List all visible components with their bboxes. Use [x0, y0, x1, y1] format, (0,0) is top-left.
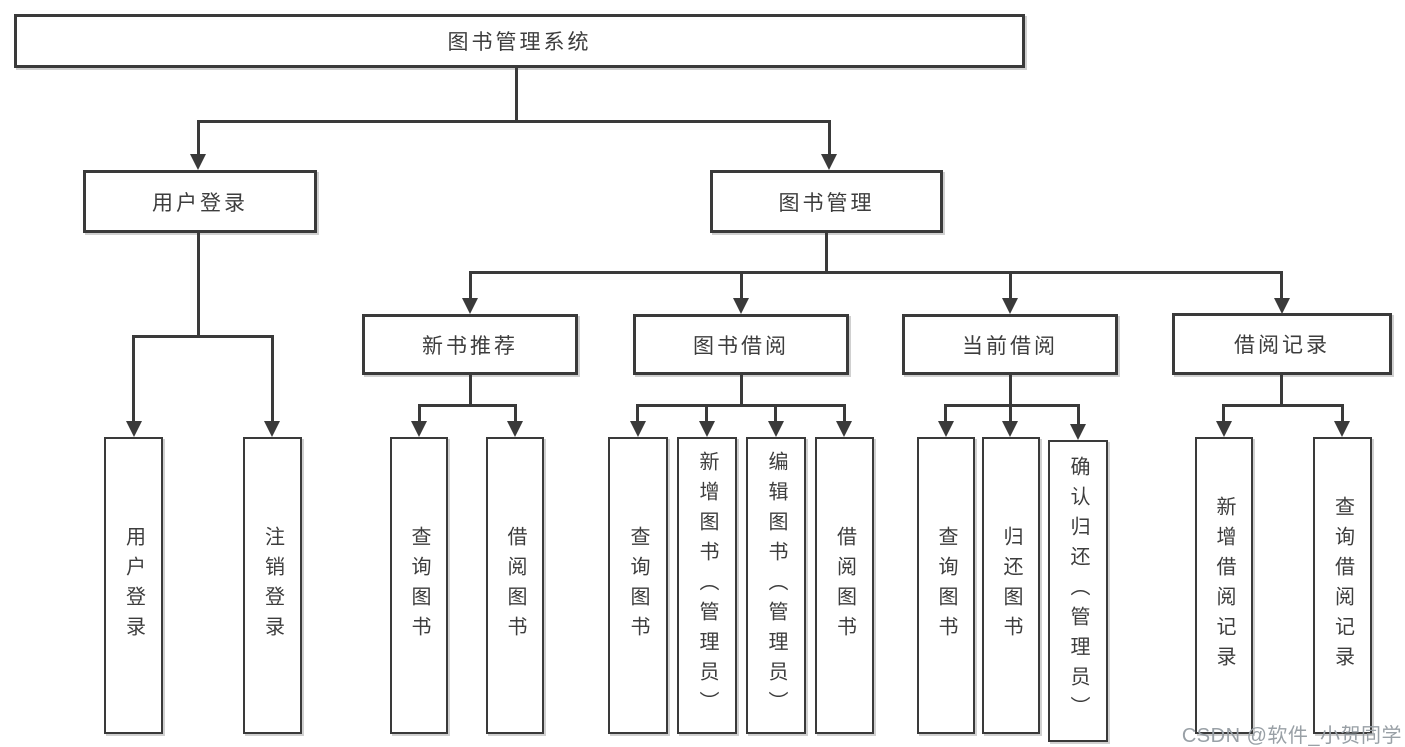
connector-branch	[944, 404, 1080, 407]
connector-stem	[469, 271, 472, 300]
leaf-label: 借阅图书	[504, 525, 526, 646]
arrowhead-down	[1274, 298, 1290, 314]
leaf-label: 确认归还（管理员）	[1067, 456, 1089, 726]
leaf-query-books-current: 查询图书	[917, 437, 975, 734]
node-book-borrowing: 图书借阅	[633, 314, 849, 375]
arrowhead-down	[1002, 298, 1018, 314]
node-user-login: 用户登录	[83, 170, 317, 233]
connector-stem	[740, 271, 743, 300]
leaf-label: 新增借阅记录	[1213, 495, 1235, 676]
connector-branch	[418, 404, 517, 407]
arrowhead-down	[836, 421, 852, 437]
connector-stem	[1009, 375, 1012, 407]
connector-stem	[705, 404, 708, 423]
arrowhead-down	[411, 421, 427, 437]
leaf-confirm-return-admin: 确认归还（管理员）	[1048, 440, 1108, 742]
leaf-borrow-books-borrowing: 借阅图书	[815, 437, 874, 734]
arrowhead-down	[264, 421, 280, 437]
arrowhead-down	[699, 421, 715, 437]
leaf-label: 借阅图书	[833, 525, 856, 646]
leaf-query-borrow-record: 查询借阅记录	[1313, 437, 1372, 734]
connector-stem	[843, 404, 846, 423]
leaf-add-borrow-record: 新增借阅记录	[1195, 437, 1253, 734]
leaf-return-book: 归还图书	[982, 437, 1040, 734]
node-current-borrowing: 当前借阅	[902, 314, 1118, 375]
arrowhead-down	[768, 421, 784, 437]
arrowhead-down	[1070, 424, 1086, 440]
arrowhead-down	[938, 421, 954, 437]
arrowhead-down	[821, 154, 837, 170]
connector-stem	[1009, 404, 1012, 423]
connector-stem	[828, 120, 831, 156]
leaf-label: 用户登录	[122, 525, 145, 646]
connector-branch	[636, 404, 846, 407]
arrowhead-down	[1216, 421, 1232, 437]
arrowhead-down	[462, 298, 478, 314]
leaf-add-book-admin: 新增图书（管理员）	[677, 437, 737, 734]
connector-stem	[1280, 271, 1283, 300]
leaf-label: 新增图书（管理员）	[696, 450, 718, 721]
connector-stem	[1009, 271, 1012, 300]
connector-stem	[774, 404, 777, 423]
leaf-label: 查询借阅记录	[1331, 495, 1354, 676]
arrowhead-down	[507, 421, 523, 437]
leaf-query-books-newbooks: 查询图书	[390, 437, 448, 734]
connector-stem	[1341, 404, 1344, 423]
leaf-user-login: 用户登录	[104, 437, 163, 734]
arrowhead-down	[733, 298, 749, 314]
connector-stem	[636, 404, 639, 423]
leaf-borrow-books-newbooks: 借阅图书	[486, 437, 544, 734]
connector-root-branch	[197, 120, 831, 123]
connector-stem	[271, 335, 274, 423]
leaf-query-books-borrowing: 查询图书	[608, 437, 668, 734]
connector-stem	[1077, 404, 1080, 426]
arrowhead-down	[1002, 421, 1018, 437]
connector-stem	[197, 233, 200, 338]
node-borrowing-records: 借阅记录	[1172, 313, 1392, 375]
connector-branch	[469, 271, 1283, 274]
leaf-logout: 注销登录	[243, 437, 302, 734]
connector-stem	[740, 375, 743, 407]
leaf-label: 注销登录	[261, 525, 284, 646]
node-new-book-recommend: 新书推荐	[362, 314, 578, 375]
connector-stem	[1280, 375, 1283, 407]
connector-stem	[944, 404, 947, 423]
connector-stem	[197, 120, 200, 156]
arrowhead-down	[630, 421, 646, 437]
leaf-edit-book-admin: 编辑图书（管理员）	[746, 437, 806, 734]
node-book-management: 图书管理	[710, 170, 943, 233]
arrowhead-down	[190, 154, 206, 170]
leaf-label: 查询图书	[627, 525, 649, 646]
arrowhead-down	[1334, 421, 1350, 437]
connector-root-stem	[515, 68, 518, 122]
csdn-watermark: CSDN @软件_小贺同学	[1181, 725, 1402, 747]
connector-stem	[514, 404, 517, 423]
leaf-label: 编辑图书（管理员）	[765, 450, 787, 721]
connector-stem	[825, 233, 828, 274]
connector-stem	[1222, 404, 1225, 423]
connector-branch	[132, 335, 274, 338]
leaf-label: 归还图书	[1000, 525, 1022, 646]
leaf-label: 查询图书	[935, 525, 957, 646]
connector-branch	[1222, 404, 1344, 407]
arrowhead-down	[126, 421, 142, 437]
connector-stem	[469, 375, 472, 407]
leaf-label: 查询图书	[408, 525, 430, 646]
connector-stem	[418, 404, 421, 423]
node-root: 图书管理系统	[14, 14, 1025, 68]
connector-stem	[132, 335, 135, 423]
